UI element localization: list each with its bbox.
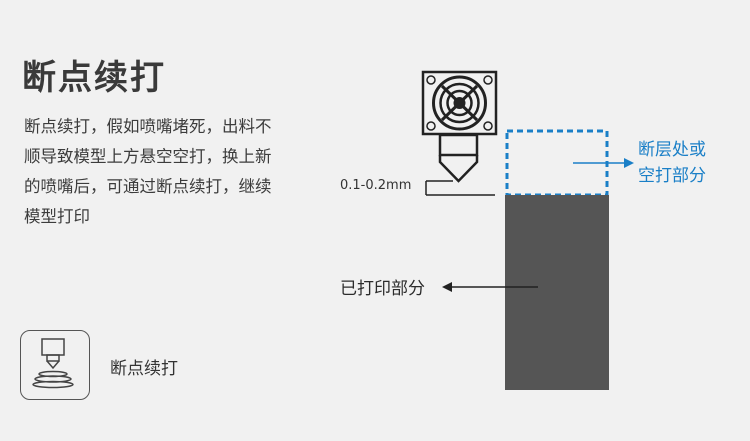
arrow-left-icon — [442, 282, 538, 292]
badge-label: 断点续打 — [110, 359, 178, 379]
break-region-label: 断层处或 空打部分 — [638, 137, 706, 189]
gap-dimension-marker — [425, 180, 495, 196]
break-label-line2: 空打部分 — [638, 166, 706, 186]
printed-part-label: 已打印部分 — [340, 279, 425, 299]
break-label-line1: 断层处或 — [638, 140, 706, 160]
gap-label: 0.1-0.2mm — [340, 178, 412, 193]
page-title: 断点续打 — [22, 58, 166, 98]
nozzle-icon — [438, 133, 479, 183]
printed-block — [505, 195, 609, 390]
feature-description: 断点续打，假如喷嘴堵死，出料不顺导致模型上方悬空空打，换上新的喷嘴后，可通过断点… — [24, 117, 272, 226]
nozzle-layers-icon — [32, 338, 74, 389]
cooling-fan-icon — [421, 70, 498, 136]
feature-badge — [20, 330, 90, 400]
arrow-right-icon — [573, 158, 634, 168]
